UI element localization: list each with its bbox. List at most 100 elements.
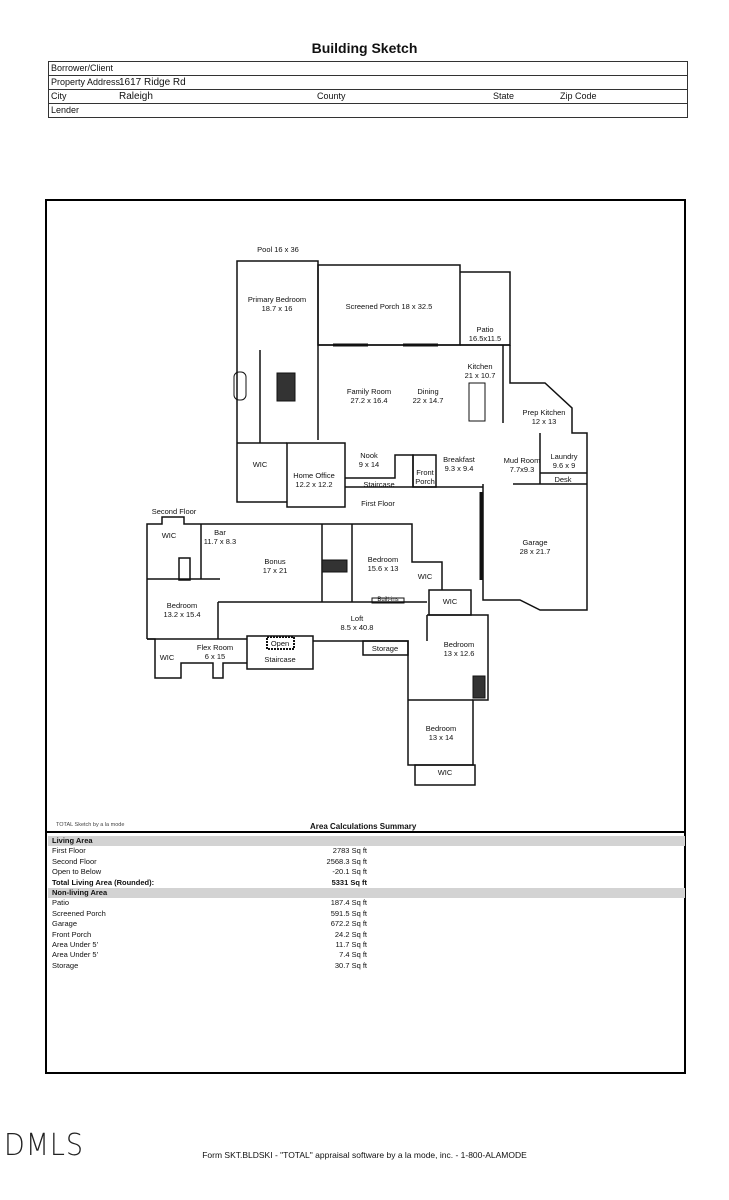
borrower-row: Borrower/Client <box>49 62 687 76</box>
room-wic: WIC <box>443 597 458 606</box>
room-name: Nook <box>360 451 378 460</box>
page-title: Building Sketch <box>311 40 418 56</box>
room-dims: 18.7 x 16 <box>261 304 293 313</box>
row-label: Storage <box>52 960 79 970</box>
room-name: Bonus <box>264 557 286 566</box>
room-name: Loft <box>350 614 364 623</box>
room-dims: Porch <box>415 477 435 486</box>
second-floor-label: Second Floor <box>151 507 197 516</box>
room-name: Bedroom <box>367 555 399 564</box>
room-name: Bedroom <box>443 640 475 649</box>
room-name: WIC <box>161 531 177 540</box>
row-value: 2783 Sq ft <box>332 846 367 856</box>
room-name: WIC <box>442 597 458 606</box>
room-name: WIC <box>159 653 175 662</box>
summary-row: Area Under 5'11.7 Sq ft <box>48 940 685 950</box>
room-dims: 22 x 14.7 <box>412 396 444 405</box>
room-dims: 12.2 x 12.2 <box>295 480 333 489</box>
section-label: Non-living Area <box>52 887 108 897</box>
room-name: Staircase <box>264 655 296 664</box>
address-label: Property Address <box>51 77 121 87</box>
room-wic: WIC <box>418 572 433 581</box>
row-value: 591.5 Sq ft <box>330 908 367 918</box>
room-name: Bar <box>214 528 226 537</box>
room-name: Home Office <box>293 471 335 480</box>
room-dims: 17 x 21 <box>262 566 288 575</box>
first-floor-walls <box>233 260 588 611</box>
room-name: WIC <box>417 572 433 581</box>
non-living-area-header: Non-living Area <box>48 887 685 899</box>
room-name: Built-ins <box>377 597 399 603</box>
first-floor-label: First Floor <box>361 499 395 508</box>
room-dims: 28 x 21.7 <box>519 547 551 556</box>
room-dims: 13 x 12.6 <box>443 649 475 658</box>
form-footer: Form SKT.BLDSKI - "TOTAL" appraisal soft… <box>202 1150 527 1160</box>
summary-title: Area Calculations Summary <box>310 822 417 831</box>
room-dims: 21 x 10.7 <box>464 371 496 380</box>
room-name: Staircase <box>363 480 395 489</box>
row-label: Patio <box>52 898 70 908</box>
room-name: Garage <box>522 538 548 547</box>
row-label: First Floor <box>52 846 86 856</box>
row-value: 30.7 Sq ft <box>334 960 367 970</box>
room-dims: 27.2 x 16.4 <box>350 396 388 405</box>
room-name: Family Room <box>346 387 392 396</box>
row-value: 7.4 Sq ft <box>339 950 367 960</box>
open-to-below: Open <box>271 639 289 648</box>
room-wic: WIC <box>438 768 453 777</box>
row-label: Total Living Area (Rounded): <box>52 877 155 887</box>
room-dims: 16.5x11.5 <box>468 334 502 343</box>
city-value: Raleigh <box>119 91 153 102</box>
room-name: Kitchen <box>467 362 493 371</box>
room-dims: 6 x 15 <box>204 652 226 661</box>
room-name: WIC <box>252 460 268 469</box>
room-name: Prep Kitchen <box>522 408 566 417</box>
room-dims: 12 x 13 <box>531 417 557 426</box>
section-label: Living Area <box>52 836 93 845</box>
county-label: County <box>317 91 346 101</box>
room-dims: 13 x 14 <box>428 733 454 742</box>
row-label: Second Floor <box>52 856 97 866</box>
row-value: 672.2 Sq ft <box>330 919 367 929</box>
room-dims: 8.5 x 40.8 <box>340 623 374 632</box>
room-screened-porch: Screened Porch 18 x 32.5 <box>346 302 433 311</box>
summary-divider <box>47 831 684 833</box>
lender-label: Lender <box>51 105 80 115</box>
room-name: Screened Porch 18 x 32.5 <box>345 302 433 311</box>
room-name: Flex Room <box>196 643 234 652</box>
room-name: Primary Bedroom <box>247 295 307 304</box>
room-name: Desk <box>554 475 572 484</box>
row-value: 187.4 Sq ft <box>330 898 367 908</box>
room-dims: 9 x 14 <box>358 460 380 469</box>
room-name: Front <box>416 468 434 477</box>
row-label: Area Under 5' <box>52 939 99 949</box>
sketch-frame <box>45 199 686 1074</box>
row-value: -20.1 Sq ft <box>332 867 367 877</box>
room-name: Dining <box>417 387 439 396</box>
city-label: City <box>51 91 67 101</box>
second-floor-walls <box>146 516 489 786</box>
row-label: Open to Below <box>52 867 102 877</box>
room-dims: 9.3 x 9.4 <box>444 464 474 473</box>
room-built-ins: Built-ins <box>377 596 398 605</box>
lender-row: Lender <box>49 104 687 117</box>
state-label: State <box>493 91 515 101</box>
area-summary-table: Living Area First Floor 2783 Sq ft Second… <box>48 836 685 971</box>
address-row: Property Address 1617 Ridge Rd <box>49 76 687 90</box>
summary-row: Patio 187.4 Sq ft <box>48 898 685 908</box>
